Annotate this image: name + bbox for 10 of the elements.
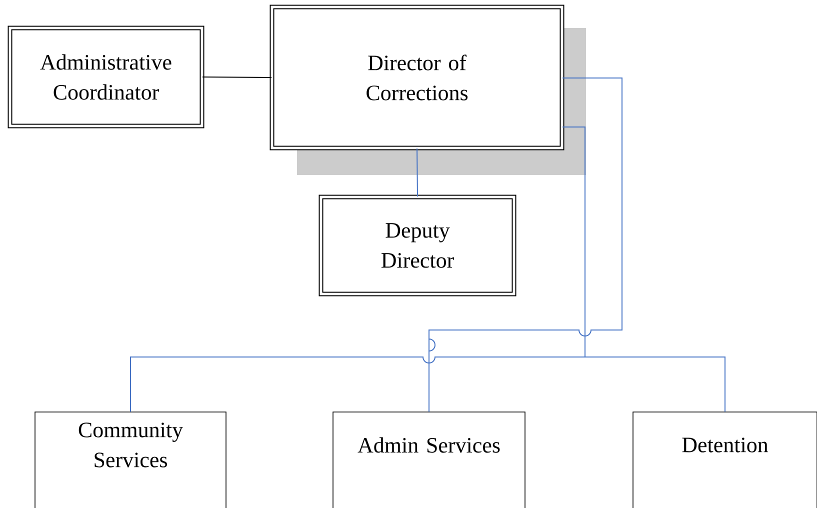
position-box: Director of Corrections (270, 4, 564, 150)
connector-line (202, 76, 272, 78)
unit-box: Admin Services (332, 412, 526, 508)
connector-line (416, 148, 418, 197)
position-box: Deputy Director (318, 194, 516, 296)
position-box: Administrative Coordinator (8, 26, 204, 128)
unit-box: Detention (632, 412, 817, 508)
unit-box: Community Services (34, 412, 226, 508)
connector-line (562, 126, 726, 412)
connector-line (428, 78, 622, 412)
